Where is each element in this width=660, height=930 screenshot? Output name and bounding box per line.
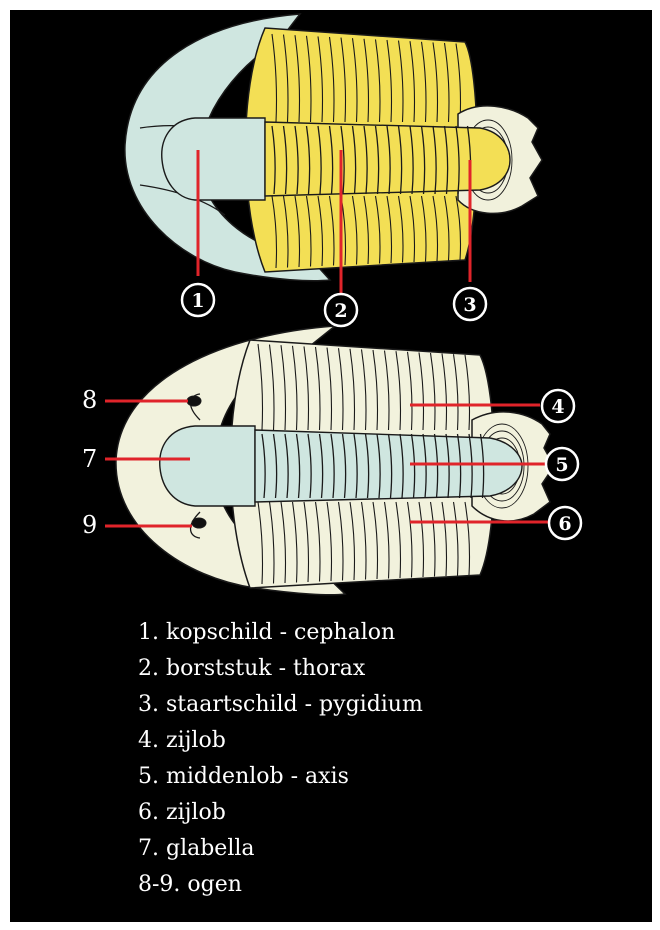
- legend-item-5: 5. middenlob - axis: [138, 759, 423, 795]
- eye-upper: [187, 396, 201, 406]
- diagram-frame: 1 2 3 4 5 6 8 7 9 1. kopschild - cephalo…: [10, 10, 652, 922]
- callout-1: 1: [182, 284, 214, 316]
- legend-list: 1. kopschild - cephalon 2. borststuk - t…: [138, 615, 423, 903]
- callout-5-label: 5: [555, 454, 568, 476]
- callout-5: 5: [546, 448, 578, 480]
- legend-item-8: 8-9. ogen: [138, 867, 423, 903]
- legend-item-1: 1. kopschild - cephalon: [138, 615, 423, 651]
- callout-4: 4: [542, 390, 574, 422]
- legend-item-3: 3. staartschild - pygidium: [138, 687, 423, 723]
- label-8: 8: [82, 386, 97, 414]
- callout-4-label: 4: [551, 396, 564, 418]
- eye-lower: [192, 518, 206, 528]
- label-9: 9: [82, 511, 97, 539]
- top-glabella: [162, 118, 265, 200]
- top-trilobite: [125, 14, 542, 281]
- callout-3: 3: [454, 288, 486, 320]
- callout-6: 6: [549, 507, 581, 539]
- legend-item-6: 6. zijlob: [138, 795, 423, 831]
- bottom-glabella: [160, 426, 255, 506]
- legend-item-2: 2. borststuk - thorax: [138, 651, 423, 687]
- callout-6-label: 6: [558, 513, 571, 535]
- callout-3-label: 3: [463, 294, 476, 316]
- legend-item-7: 7. glabella: [138, 831, 423, 867]
- label-7: 7: [82, 445, 97, 473]
- callout-1-label: 1: [191, 290, 204, 312]
- callout-2: 2: [325, 294, 357, 326]
- callout-2-label: 2: [334, 300, 347, 322]
- legend-item-4: 4. zijlob: [138, 723, 423, 759]
